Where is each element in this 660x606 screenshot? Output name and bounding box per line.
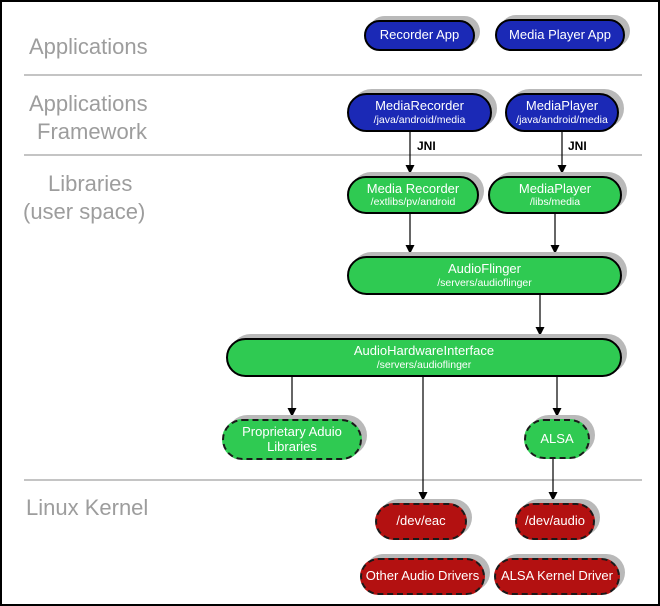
edge-label-jni-left: JNI — [417, 139, 436, 153]
section-label-libraries-line1: Libraries — [48, 171, 133, 196]
node-recorder-app: Recorder App — [364, 20, 475, 51]
node-media-recorder-lib-label: Media Recorder — [366, 180, 460, 196]
node-mediaplayer-lib: MediaPlayer /libs/media — [488, 176, 622, 214]
section-label-libraries: Libraries (user space) — [23, 170, 145, 226]
node-audiohardwareinterface: AudioHardwareInterface /servers/audiofli… — [226, 338, 622, 377]
node-alsa-label: ALSA — [540, 430, 574, 446]
section-label-framework-line1: Applications — [29, 91, 148, 116]
node-alsa: ALSA — [524, 419, 590, 459]
node-audiohardwareinterface-label: AudioHardwareInterface — [353, 343, 495, 358]
node-media-recorder-lib: Media Recorder /extlibs/pv/android — [347, 176, 479, 214]
node-audiohardwareinterface-path: /servers/audioflinger — [376, 358, 472, 371]
node-proprietary-audio-libraries-label2: Libraries — [267, 438, 317, 454]
node-audioflinger-label: AudioFlinger — [448, 261, 521, 276]
section-label-applications: Applications — [29, 34, 148, 59]
node-other-audio-drivers: Other Audio Drivers — [360, 558, 485, 595]
node-audioflinger: AudioFlinger /servers/audioflinger — [347, 256, 622, 295]
node-mediaplayer-framework-label: MediaPlayer — [525, 98, 599, 113]
section-label-framework-line2: Framework — [37, 119, 148, 144]
node-media-player-app: Media Player App — [495, 19, 625, 51]
node-media-recorder-lib-path: /extlibs/pv/android — [370, 196, 456, 209]
section-label-applications-framework: Applications Framework — [29, 90, 148, 146]
section-label-linux-kernel: Linux Kernel — [26, 495, 149, 520]
node-dev-eac-label: /dev/eac — [396, 513, 446, 529]
node-mediaplayer-framework-path: /java/android/media — [516, 113, 608, 126]
node-audioflinger-path: /servers/audioflinger — [437, 276, 532, 289]
node-dev-audio: /dev/audio — [515, 503, 595, 540]
node-alsa-kernel-driver: ALSA Kernel Driver — [494, 558, 620, 595]
node-mediaplayer-lib-path: /libs/media — [529, 196, 581, 209]
node-mediarecorder-framework: MediaRecorder /java/android/media — [347, 93, 492, 132]
node-mediarecorder-framework-path: /java/android/media — [373, 113, 466, 126]
node-mediaplayer-framework: MediaPlayer /java/android/media — [505, 93, 619, 132]
node-other-audio-drivers-label: Other Audio Drivers — [365, 568, 480, 584]
node-media-player-app-label: Media Player App — [509, 26, 611, 42]
node-proprietary-audio-libraries-label1: Proprietary Aduio — [242, 423, 342, 439]
node-recorder-app-label: Recorder App — [379, 27, 460, 43]
node-mediarecorder-framework-label: MediaRecorder — [375, 98, 464, 113]
node-dev-audio-label: /dev/audio — [525, 513, 585, 529]
node-proprietary-audio-libraries: Proprietary Aduio Libraries — [222, 419, 362, 460]
node-mediaplayer-lib-label: MediaPlayer — [518, 180, 592, 196]
edge-label-jni-right: JNI — [568, 139, 587, 153]
node-alsa-kernel-driver-label: ALSA Kernel Driver — [501, 568, 613, 584]
node-dev-eac: /dev/eac — [375, 503, 467, 540]
section-label-libraries-line2: (user space) — [23, 199, 146, 224]
